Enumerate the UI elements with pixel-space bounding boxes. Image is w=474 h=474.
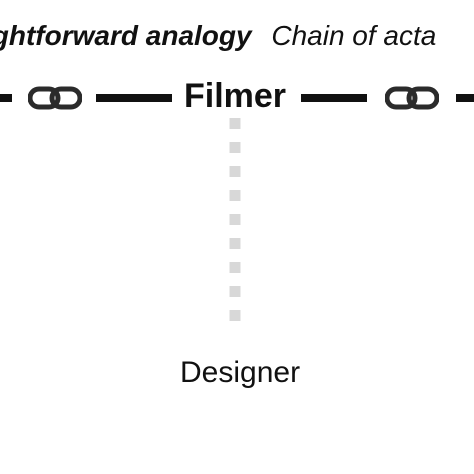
header-emphasis-text: ightforward analogy [0, 20, 252, 51]
chain-line-right [301, 94, 367, 102]
chain-line-left [96, 94, 172, 102]
dotted-connector [229, 118, 241, 334]
chain-line-right-end [456, 94, 474, 102]
node-filmer: Filmer [184, 77, 287, 115]
chain-link-icon [28, 86, 82, 110]
diagram-header: ightforward analogy Chain of acta [0, 22, 436, 50]
node-designer: Designer [180, 356, 301, 389]
chain-link-icon [385, 86, 439, 110]
actor-chain-row [0, 78, 474, 118]
header-secondary-text: Chain of acta [271, 20, 437, 51]
chain-line-left-end [0, 94, 12, 102]
